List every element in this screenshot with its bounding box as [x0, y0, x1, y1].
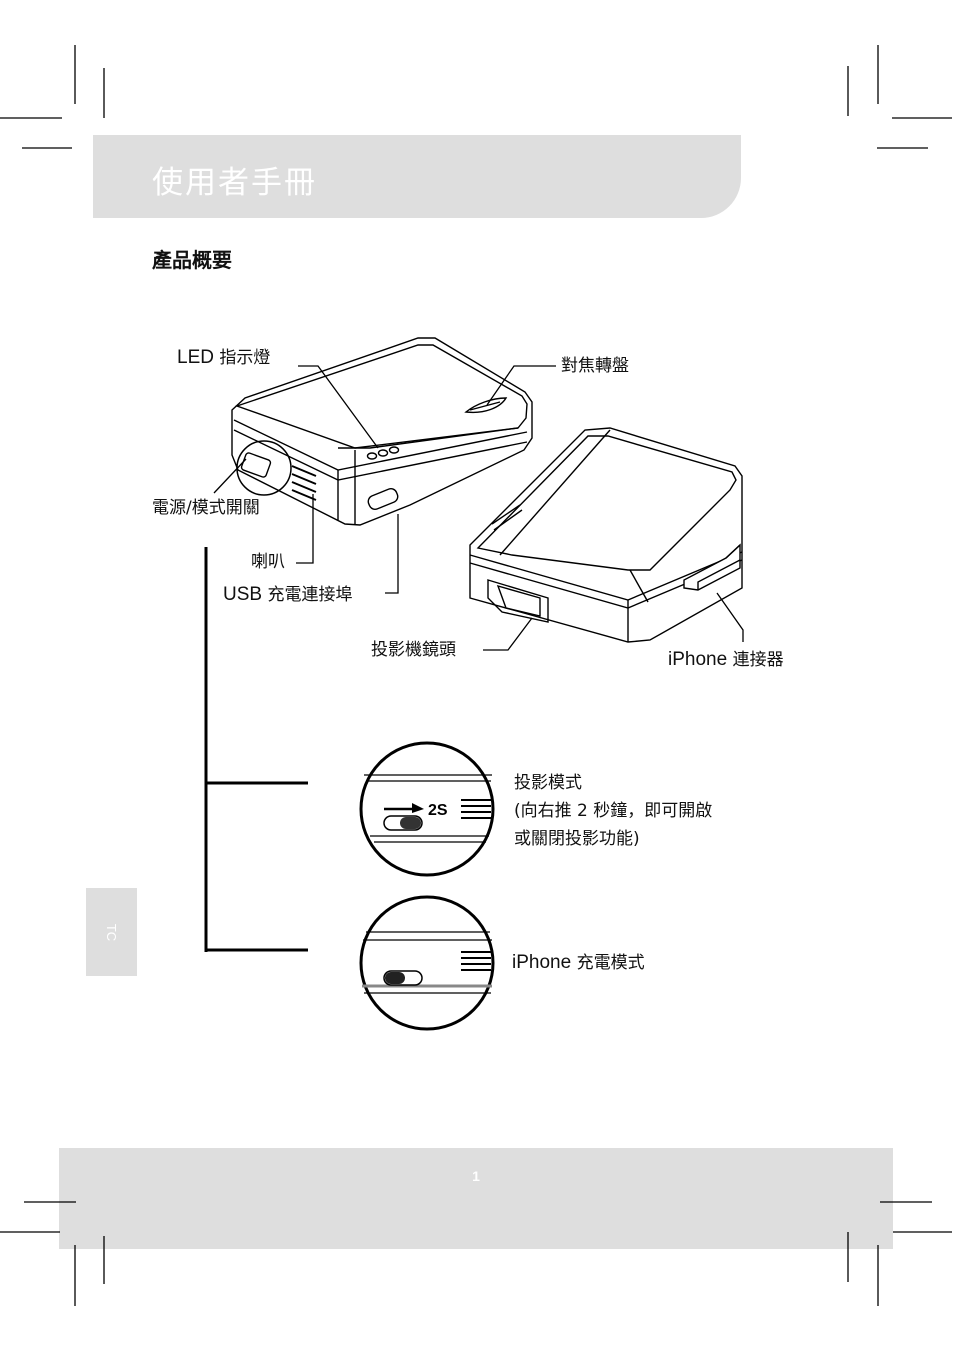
- projector-front-illustration: [231, 337, 533, 526]
- charging-mode-inset: [359, 895, 495, 1031]
- two-second-badge: 2S: [428, 802, 448, 819]
- header-bar: [93, 135, 741, 218]
- callout-leader-lines: [213, 365, 744, 651]
- speaker-label: 喇叭: [251, 552, 285, 572]
- led-indicator-label: LED 指示燈: [177, 347, 271, 368]
- page-number: 1: [472, 1168, 480, 1184]
- focus-dial-label: 對焦轉盤: [561, 356, 629, 376]
- usb-charging-port-label: USB 充電連接埠: [223, 584, 353, 605]
- crop-marks: [0, 45, 952, 1306]
- section-title: 產品概要: [152, 248, 232, 272]
- page-header-title: 使用者手冊: [152, 165, 317, 201]
- charging-mode-description: iPhone 充電模式: [512, 952, 645, 973]
- projection-mode-line2: 或關閉投影功能): [514, 829, 640, 849]
- language-tab: [86, 888, 137, 976]
- projector-rear-illustration: [469, 427, 743, 643]
- iphone-connector-label: iPhone 連接器: [668, 649, 784, 670]
- footer-bar: [59, 1148, 893, 1249]
- mode-bracket: [204, 547, 308, 952]
- projection-mode-inset: 2S: [359, 741, 495, 877]
- projector-lens-label: 投影機鏡頭: [371, 640, 456, 660]
- projection-mode-line1: (向右推 2 秒鐘，即可開啟: [514, 801, 713, 821]
- projection-mode-description: 投影模式 (向右推 2 秒鐘，即可開啟 或關閉投影功能): [514, 769, 712, 853]
- projection-mode-title: 投影模式: [514, 773, 582, 793]
- power-mode-switch-label: 電源/模式開關: [152, 498, 260, 518]
